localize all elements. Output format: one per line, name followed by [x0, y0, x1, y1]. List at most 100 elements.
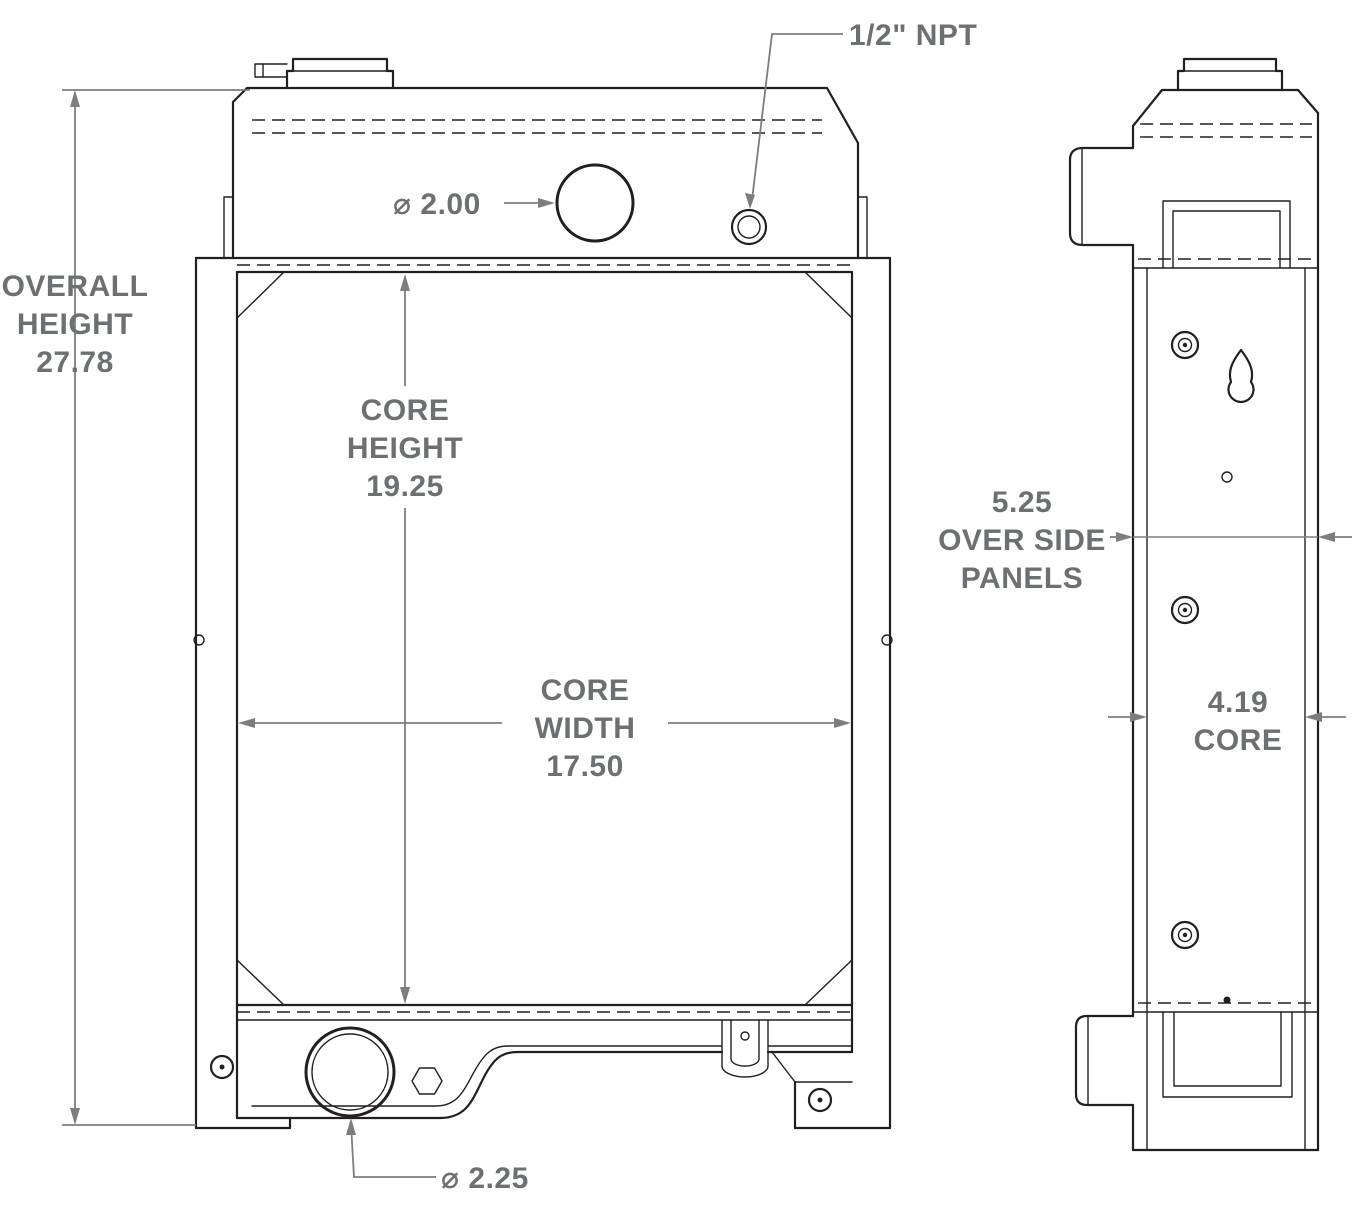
dimension-core-height: CORE HEIGHT 19.25 — [336, 274, 476, 1004]
dimension-core-depth: 4.19 CORE — [1108, 686, 1346, 757]
bolt-1-center — [1182, 342, 1188, 348]
overall-height-label-2: HEIGHT — [17, 308, 133, 341]
bolt-2-inner — [1177, 602, 1193, 618]
right-tank-bracket — [857, 196, 868, 259]
arrow-up — [70, 90, 80, 107]
bottom-tank-inner-contour — [251, 1045, 853, 1107]
dimension-overall-height: OVERALL HEIGHT 27.78 — [2, 89, 250, 1126]
dimension-outlet-diameter: ⌀ 2.25 — [346, 1118, 528, 1195]
core-depth-label-2: CORE — [1194, 724, 1283, 757]
lower-bracket-inner — [730, 1019, 760, 1067]
bolt-1-inner — [1177, 337, 1193, 353]
npt-port-outer — [730, 208, 768, 246]
right-foot-chamfer — [771, 1051, 796, 1083]
bottom-hose-fitting — [1074, 1014, 1135, 1107]
leader-outlet — [350, 1123, 436, 1178]
dimension-npt: 1/2" NPT — [745, 19, 977, 209]
core-chamfer-bl — [236, 959, 285, 1006]
npt-label: 1/2" NPT — [849, 19, 977, 52]
bolt-2-center — [1182, 607, 1188, 613]
core-height-label-1: CORE — [361, 394, 450, 427]
front-view — [193, 57, 893, 1130]
left-foot-bolt — [209, 1054, 235, 1080]
dimension-core-width: CORE WIDTH 17.50 — [238, 668, 851, 788]
bottom-tank-outline — [235, 1050, 854, 1120]
core-height-value: 19.25 — [366, 470, 444, 503]
drain-hex-nut — [411, 1067, 443, 1095]
arrow-over-panels-right — [1318, 532, 1335, 542]
side-body — [1131, 88, 1320, 1152]
core-chamfer-tl — [236, 271, 285, 319]
filler-diameter-label: ⌀ 2.00 — [393, 188, 481, 221]
side-bolt-3 — [1170, 920, 1200, 950]
bolt-1-outer — [1170, 330, 1200, 360]
top-hose-fitting — [1068, 146, 1135, 247]
core-chamfer-tr — [804, 271, 853, 319]
side-radiator-cap — [1176, 57, 1284, 92]
dimension-filler-diameter: ⌀ 2.00 — [393, 188, 555, 221]
outlet-circle-outer — [304, 1026, 396, 1118]
cap-outline — [285, 57, 395, 90]
side-chamfer-right — [1296, 88, 1320, 115]
core-height-label-2: HEIGHT — [347, 432, 463, 465]
overall-height-label-1: OVERALL — [2, 270, 149, 303]
overall-height-value: 27.78 — [36, 346, 114, 379]
arrow-core-depth-left — [1130, 712, 1147, 722]
bottom-bracket-inner — [1173, 1011, 1282, 1087]
left-foot-bolt-center — [219, 1064, 225, 1070]
over-panels-label-3: PANELS — [961, 562, 1083, 595]
left-tank-bracket — [223, 196, 234, 259]
radiator-cap — [254, 57, 395, 90]
overflow-spout — [254, 63, 288, 78]
top-tank — [223, 86, 868, 266]
bolt-3-inner — [1177, 927, 1193, 943]
arrow-core-width-left — [238, 718, 255, 728]
core-width-text-mask — [502, 668, 668, 788]
npt-port-inner — [737, 215, 761, 239]
top-hose-outline — [1068, 146, 1135, 247]
arrow-core-depth-right — [1305, 712, 1322, 722]
core-depth-value: 4.19 — [1208, 686, 1268, 719]
filler-neck-circle — [555, 163, 635, 243]
arrow-down — [70, 1108, 80, 1125]
lower-bracket-hole — [740, 1031, 750, 1041]
side-bottom-bracket — [1162, 1011, 1293, 1098]
arrow-core-height-bottom — [400, 987, 410, 1004]
bolt-2-outer — [1170, 595, 1200, 625]
side-bolt-1 — [1170, 330, 1200, 360]
right-weep-hole — [881, 634, 893, 646]
small-dot-hole — [1223, 996, 1231, 1004]
core-chamfer-br — [804, 959, 853, 1006]
core-and-panels — [193, 256, 893, 1130]
small-hole — [1221, 471, 1233, 483]
top-bracket-outer — [1162, 200, 1291, 269]
dimensions: OVERALL HEIGHT 27.78 CORE HEIGHT 19.25 C… — [2, 19, 1352, 1195]
bottom-bracket-outer — [1162, 1011, 1293, 1098]
side-view — [1068, 57, 1320, 1152]
core-height-text-mask — [336, 386, 476, 508]
side-bolt-2 — [1170, 595, 1200, 625]
right-foot-bolt-center — [817, 1097, 823, 1103]
arrow-npt — [745, 193, 755, 209]
top-bracket-inner — [1172, 210, 1281, 269]
leader-npt — [751, 33, 843, 201]
side-cap-outline — [1176, 57, 1284, 92]
outlet-circle-inner — [311, 1033, 389, 1111]
dimension-over-side-panels: 5.25 OVER SIDE PANELS — [938, 486, 1352, 595]
side-top-bracket — [1162, 200, 1291, 269]
core-width-label-2: WIDTH — [535, 712, 636, 745]
right-foot-bolt — [807, 1087, 833, 1113]
left-weep-hole — [193, 634, 205, 646]
lower-bracket-outer — [721, 1019, 769, 1078]
arrow-core-height-top — [400, 274, 410, 291]
arrow-filler — [538, 198, 555, 208]
core-width-value: 17.50 — [546, 750, 624, 783]
bolt-3-center — [1182, 932, 1188, 938]
arrow-over-panels-left — [1116, 532, 1133, 542]
arrow-core-width-right — [834, 718, 851, 728]
core-width-label-1: CORE — [541, 674, 630, 707]
bottom-tank — [194, 1003, 892, 1130]
over-panels-label-2: OVER SIDE — [938, 524, 1106, 557]
over-panels-value: 5.25 — [992, 486, 1052, 519]
